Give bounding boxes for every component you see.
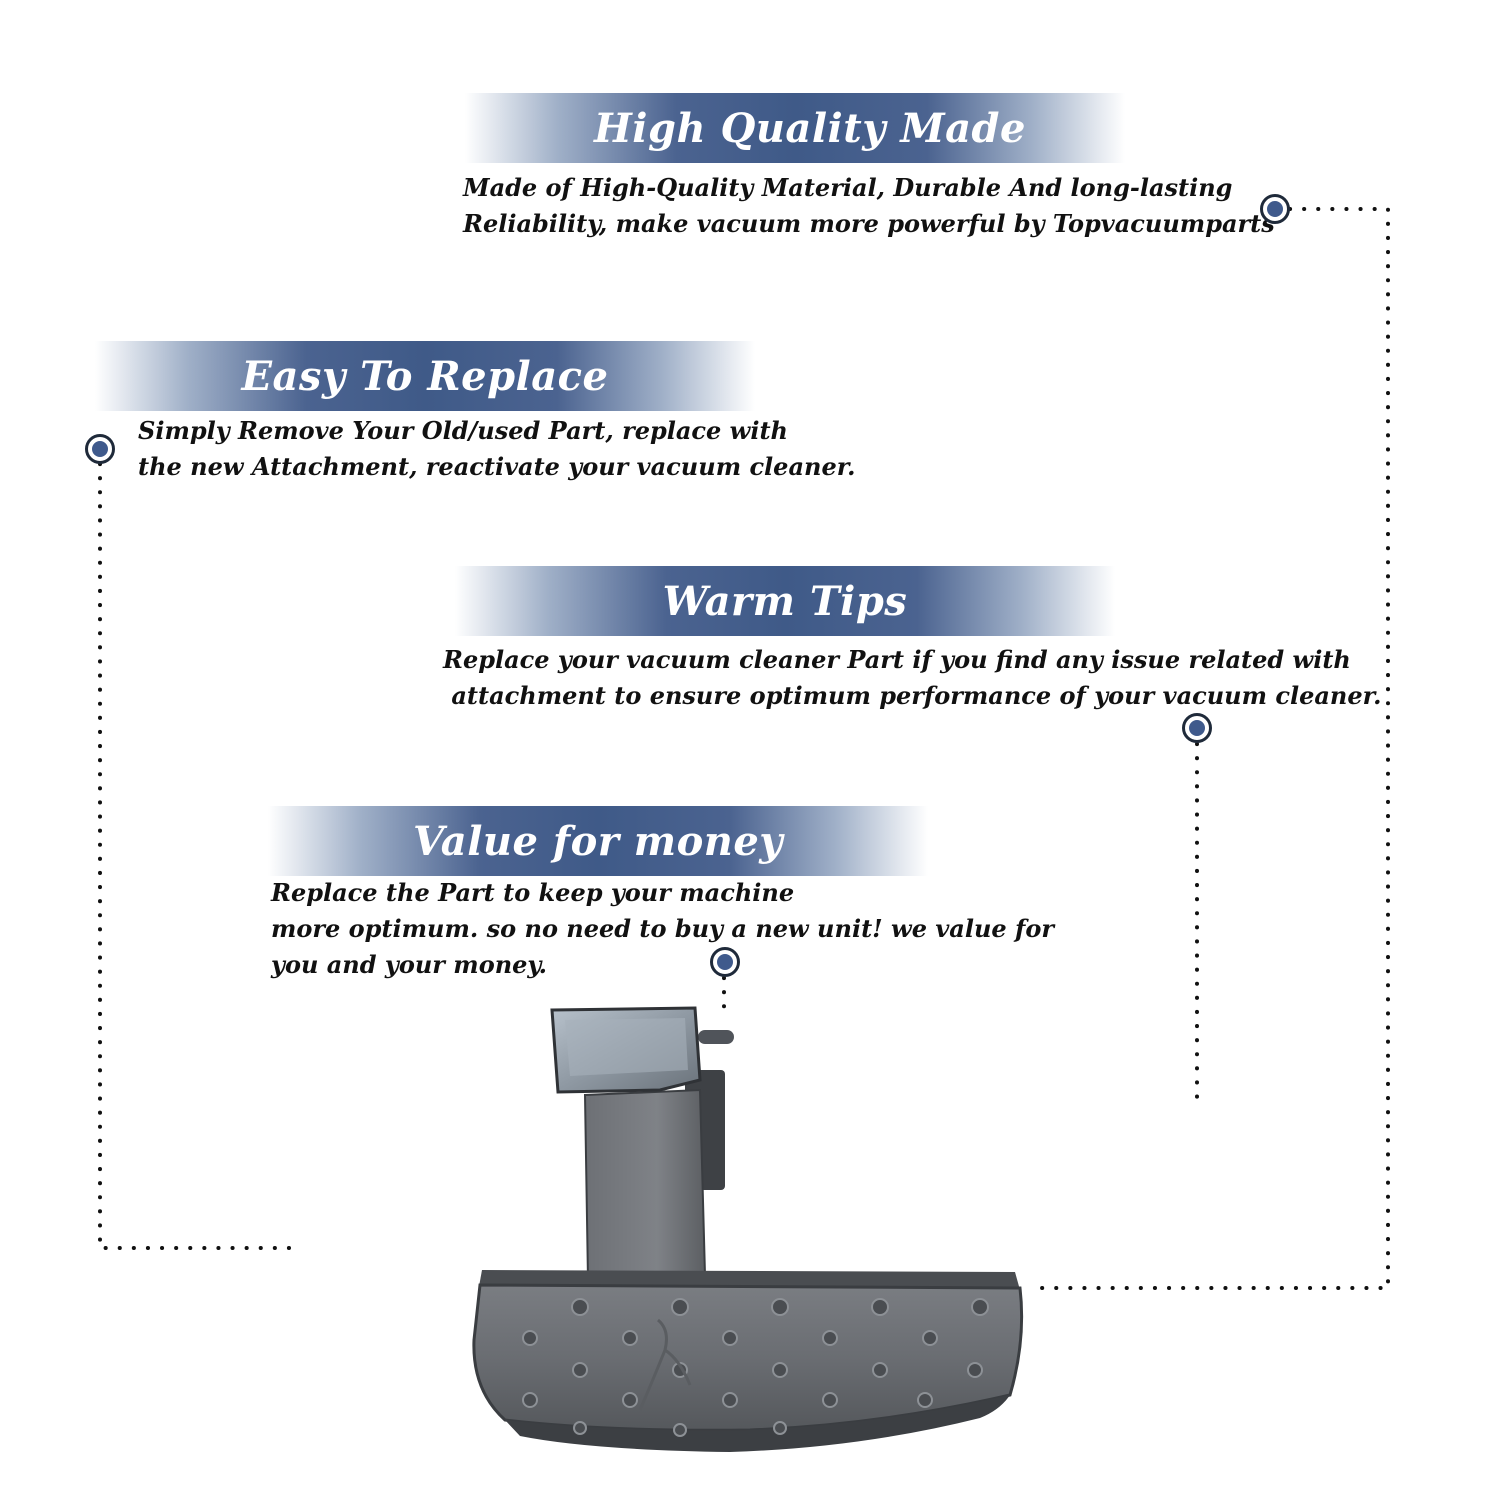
description-easy-to-replace: Simply Remove Your Old/used Part, replac… xyxy=(138,413,856,485)
vacuum-pedal-part-image xyxy=(472,1006,1024,1452)
target-dot-icon xyxy=(1182,713,1212,743)
banner-easy-to-replace: Easy To Replace xyxy=(95,341,755,411)
banner-title: Value for money xyxy=(412,817,784,865)
description-warm-tips: Replace your vacuum cleaner Part if you … xyxy=(443,642,1381,714)
target-dot-icon xyxy=(85,434,115,464)
target-dot-icon xyxy=(710,947,740,977)
description-line: the new Attachment, reactivate your vacu… xyxy=(138,452,856,481)
description-high-quality-made: Made of High-Quality Material, Durable A… xyxy=(463,170,1275,242)
description-value-for-money: Replace the Part to keep your machine mo… xyxy=(271,875,1054,983)
banner-warm-tips: Warm Tips xyxy=(455,566,1115,636)
description-line: more optimum. so no need to buy a new un… xyxy=(271,914,1054,943)
target-dot-icon xyxy=(1260,194,1290,224)
banner-title: Easy To Replace xyxy=(241,352,609,400)
description-line: you and your money. xyxy=(271,950,547,979)
banner-value-for-money: Value for money xyxy=(268,806,928,876)
description-line: attachment to ensure optimum performance… xyxy=(443,681,1382,710)
banner-title: Warm Tips xyxy=(662,577,908,625)
banner-high-quality-made: High Quality Made xyxy=(465,93,1125,163)
description-line: Made of High-Quality Material, Durable A… xyxy=(463,173,1233,202)
description-line: Simply Remove Your Old/used Part, replac… xyxy=(138,416,788,445)
description-line: Replace the Part to keep your machine xyxy=(271,878,795,907)
connector-easy-replace xyxy=(98,462,298,1250)
description-line: Reliability, make vacuum more powerful b… xyxy=(463,209,1275,238)
description-line: Replace your vacuum cleaner Part if you … xyxy=(443,645,1351,674)
connector-high-quality xyxy=(1028,207,1390,1290)
banner-title: High Quality Made xyxy=(594,104,1026,152)
